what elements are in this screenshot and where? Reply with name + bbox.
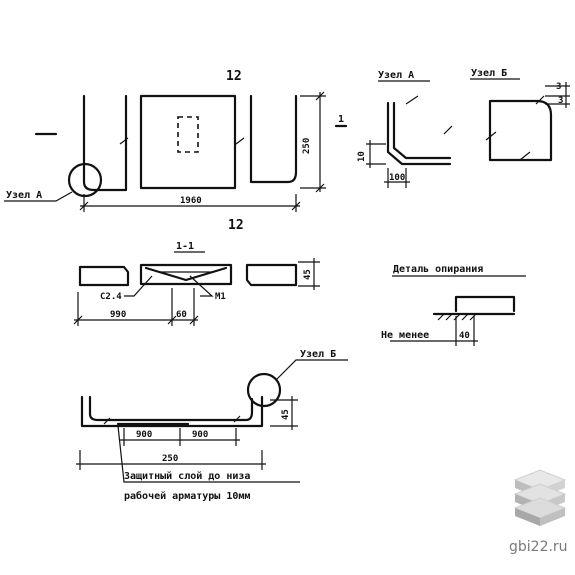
plan-left-segment [82, 94, 128, 192]
beam-dim-250: 250 [162, 454, 178, 464]
node-a-dim-v [366, 140, 386, 168]
section-1-1: 1-1 45 С2.4 М1 990 60 [73, 241, 320, 326]
section-title: 1-1 [176, 241, 194, 252]
rebar-ticks [119, 137, 245, 145]
beam-dim-900b: 900 [192, 430, 208, 440]
section-leaders [124, 275, 214, 297]
longitudinal-section: Узел Б 45 900 900 250 Защитный слой до н… [76, 349, 348, 502]
node-b-dim-3a: 3 [556, 82, 561, 92]
support-title: Деталь опирания [393, 264, 483, 275]
section-right-slab [245, 263, 298, 287]
section-notch [144, 266, 228, 282]
section-dim-60: 60 [176, 310, 187, 320]
beam-dim-900a: 900 [136, 430, 152, 440]
watermark-site: gbi22.ru [509, 539, 568, 555]
node-a-dim-10: 10 [357, 151, 367, 162]
section-dim-990: 990 [110, 310, 126, 320]
node-a-dim-100: 100 [389, 173, 405, 183]
node-b-title: Узел Б [471, 68, 507, 79]
beam-rebar [88, 395, 254, 422]
stacked-slabs-icon [513, 469, 567, 526]
not-less-label: Не менее [381, 330, 429, 341]
label-c2-4: С2.4 [100, 292, 122, 302]
bottom-section-mark: 12 [228, 218, 244, 233]
protective-layer-line2: рабочей арматуры 10мм [124, 490, 250, 502]
support-dim-40: 40 [459, 331, 470, 341]
node-b-dim-3b: 3 [558, 96, 563, 106]
node-a-inner-edge [392, 101, 452, 160]
node-a-dim-h [384, 168, 410, 188]
label-m1: М1 [215, 292, 226, 302]
node-b-outline [488, 99, 553, 162]
section-left-slab [78, 265, 130, 287]
support-detail: Деталь опирания Не менее 40 [381, 264, 526, 346]
beam-dim-45: 45 [281, 409, 291, 420]
support-slab [454, 295, 516, 313]
top-section-mark: 12 [226, 69, 242, 84]
dim-height-lines [300, 92, 326, 192]
plan-right-segment [249, 94, 298, 184]
dim-height-text: 250 [302, 138, 312, 154]
protective-layer-leader [117, 425, 300, 483]
node-a-leader [4, 191, 73, 202]
node-b-circle [246, 372, 282, 408]
section-cut-mark: 1 [338, 114, 344, 125]
section-middle-slab [139, 263, 233, 286]
node-b-leader [275, 359, 348, 381]
watermark: gbi22.ru [509, 469, 568, 555]
section-dim-45: 45 [303, 269, 313, 280]
protective-layer-line1: Защитный слой до низа [124, 470, 250, 482]
node-b-dims [545, 82, 570, 108]
node-a-detail: Узел А 10 100 [357, 70, 453, 188]
plan-middle-segment [139, 94, 237, 190]
node-b-callout-label: Узел Б [300, 349, 336, 360]
beam-outline [80, 395, 264, 428]
support-hatch [437, 313, 477, 321]
node-b-detail: Узел Б 3 3 [470, 68, 570, 162]
plan-opening-dashed [177, 116, 199, 153]
node-a-outer-edge [386, 101, 452, 166]
plan-view: 12 1 250 1960 12 Узел А [4, 69, 348, 233]
node-a-callout-label: Узел А [6, 190, 42, 201]
dim-length-text: 1960 [180, 196, 202, 206]
node-a-title: Узел А [378, 70, 414, 81]
node-a-circle [67, 162, 103, 198]
